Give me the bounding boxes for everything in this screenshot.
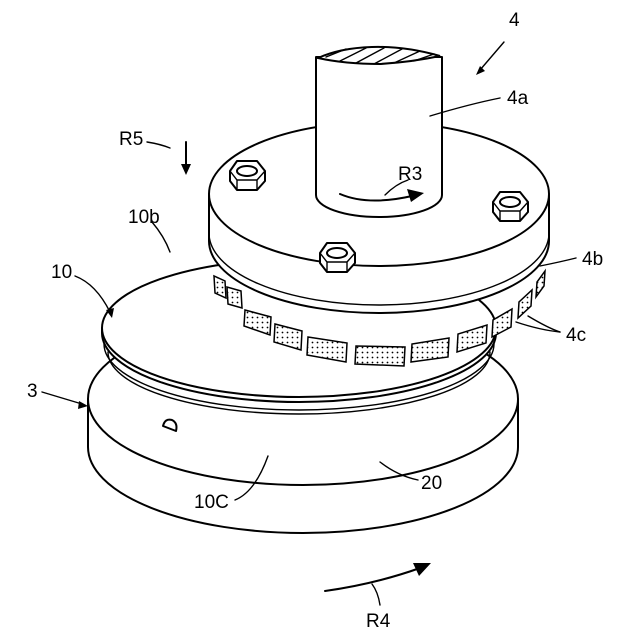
label-wafer-top: 10b — [128, 207, 160, 228]
label-shaft: 4a — [507, 88, 529, 109]
label-ring: 20 — [421, 473, 442, 494]
label-wafer: 10 — [51, 262, 72, 283]
label-tips: 4c — [566, 325, 586, 346]
label-base: 3 — [27, 381, 38, 402]
spindle-shaft — [316, 47, 442, 217]
feed-arrow-r5 — [181, 142, 191, 175]
label-assembly: 4 — [509, 10, 520, 31]
label-wafer-side: 10C — [194, 492, 229, 513]
bolt-left — [230, 161, 265, 190]
bolt-front — [320, 243, 355, 272]
label-plate: 4b — [582, 249, 603, 270]
label-rotation-head: R3 — [398, 164, 422, 185]
bolt-right — [493, 192, 528, 221]
label-feed: R5 — [119, 129, 143, 150]
rotation-arrow-r4 — [325, 563, 431, 591]
label-rotation-base: R4 — [366, 611, 391, 632]
